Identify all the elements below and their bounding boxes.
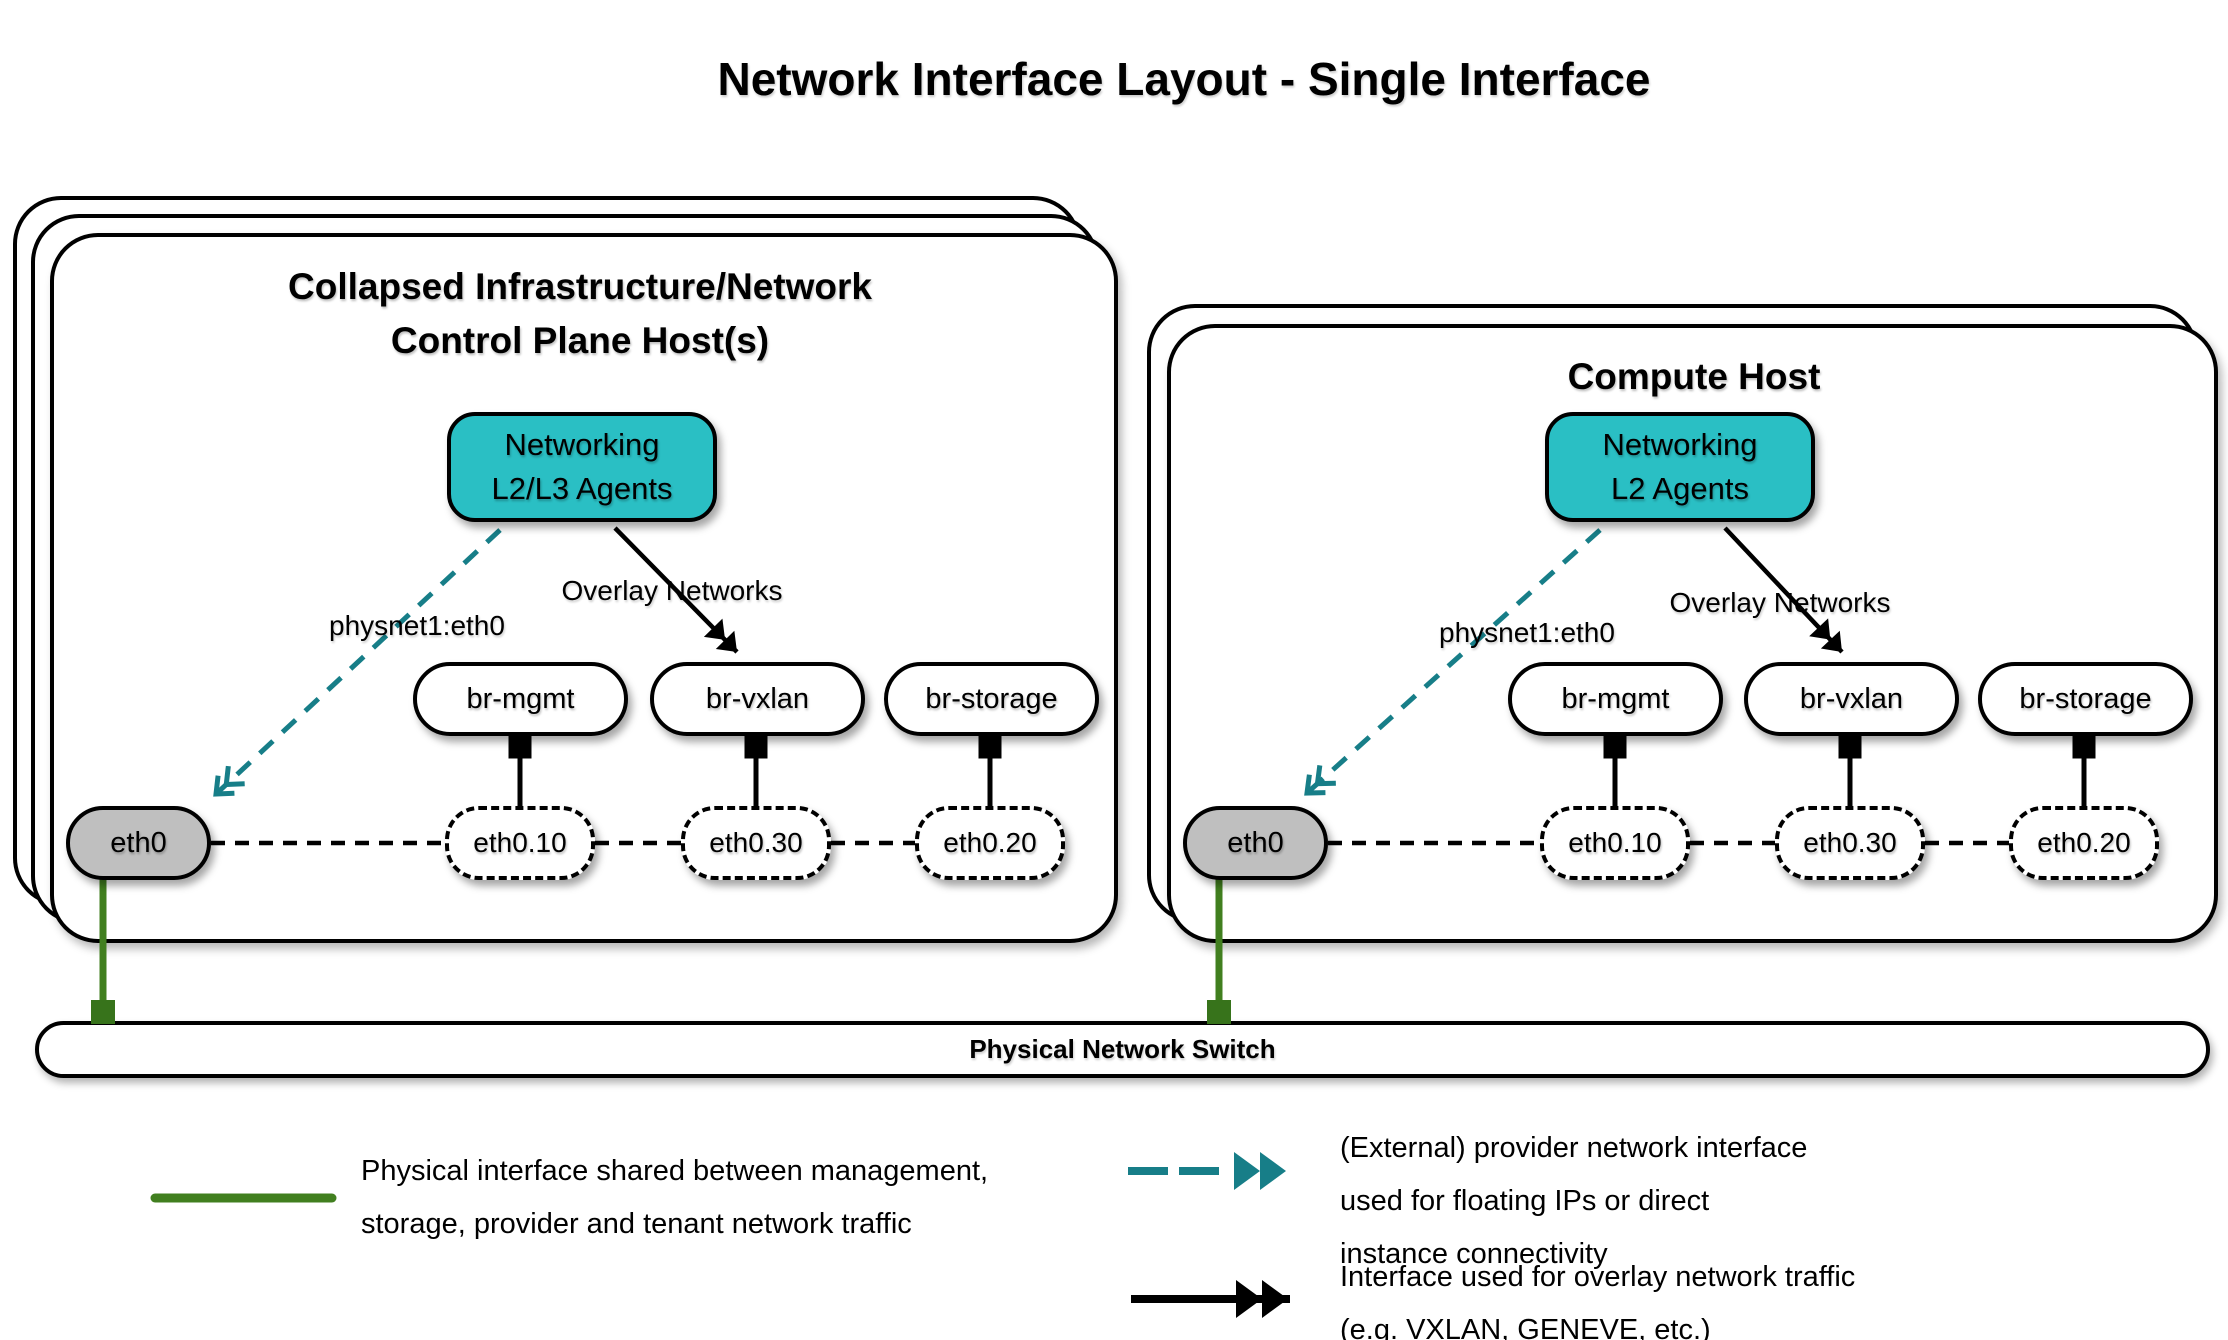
overlay-network-arrow-right (1723, 526, 1844, 654)
vlan-eth0-30-left: eth0.30 (681, 806, 831, 880)
provider-network-arrow-left (213, 528, 502, 797)
legend-item-provider-interface: (External) provider network interface us… (1340, 1122, 1807, 1281)
vlan-eth0-20-right: eth0.20 (2009, 806, 2159, 880)
switch-label: Physical Network Switch (969, 1034, 1276, 1064)
legend-item-overlay-interface: Interface used for overlay network traff… (1340, 1251, 1855, 1340)
compute-host-title: Compute Host (1567, 356, 1821, 397)
legend-line: (External) provider network interface (1340, 1132, 1808, 1164)
control-host-title-line2: Control Plane Host(s) (390, 320, 770, 361)
overlay-network-arrow-left (613, 526, 739, 654)
networking-agents-box-right: Networking L2 Agents (1545, 412, 1815, 522)
agent-line2: L2 Agents (1611, 471, 1749, 506)
vlan-eth0-10-right: eth0.10 (1540, 806, 1690, 880)
page-title: Network Interface Layout - Single Interf… (717, 53, 1651, 105)
bridge-br-storage-right: br-storage (1978, 662, 2193, 736)
bridge-br-vxlan-left: br-vxlan (650, 662, 865, 736)
legend-line: instance connectivity (1340, 1238, 1608, 1270)
control-host-title: Collapsed Infrastructure/Network Control… (130, 260, 1030, 368)
legend-line: Physical interface shared between manage… (361, 1155, 989, 1187)
physical-network-switch: Physical Network Switch (35, 1021, 2210, 1078)
bridge-br-vxlan-right: br-vxlan (1744, 662, 1959, 736)
provider-link-label-left: physnet1:eth0 (329, 610, 505, 641)
overlay-link-label-left: Overlay Networks (561, 575, 783, 606)
vlan-eth0-30-right: eth0.30 (1775, 806, 1925, 880)
control-host-title-line1: Collapsed Infrastructure/Network (288, 266, 872, 307)
legend-line: (e.g. VXLAN, GENEVE, etc.) (1340, 1314, 1711, 1340)
bridge-br-mgmt-right: br-mgmt (1508, 662, 1723, 736)
agent-line2: L2/L3 Agents (491, 471, 673, 506)
legend-line: used for floating IPs or direct (1340, 1185, 1710, 1217)
agent-line1: Networking (1602, 427, 1758, 462)
legend-item-physical-interface: Physical interface shared between manage… (361, 1145, 988, 1251)
legend-line: storage, provider and tenant network tra… (361, 1208, 912, 1240)
eth0-interface-left: eth0 (66, 806, 211, 880)
vlan-eth0-20-left: eth0.20 (915, 806, 1065, 880)
eth0-interface-right: eth0 (1183, 806, 1328, 880)
uplink-port-left (91, 1000, 115, 1024)
bridge-br-storage-left: br-storage (884, 662, 1099, 736)
networking-agents-box-left: Networking L2/L3 Agents (447, 412, 717, 522)
uplink-port-right (1207, 1000, 1231, 1024)
provider-link-label-right: physnet1:eth0 (1439, 617, 1615, 648)
provider-network-arrow-right (1304, 528, 1602, 796)
legend-line: Interface used for overlay network traff… (1340, 1261, 1856, 1293)
bridge-br-mgmt-left: br-mgmt (413, 662, 628, 736)
vlan-eth0-10-left: eth0.10 (445, 806, 595, 880)
overlay-link-label-right: Overlay Networks (1669, 587, 1891, 618)
agent-line1: Networking (504, 427, 660, 462)
bridge-vlan-connectors (508, 735, 2096, 808)
